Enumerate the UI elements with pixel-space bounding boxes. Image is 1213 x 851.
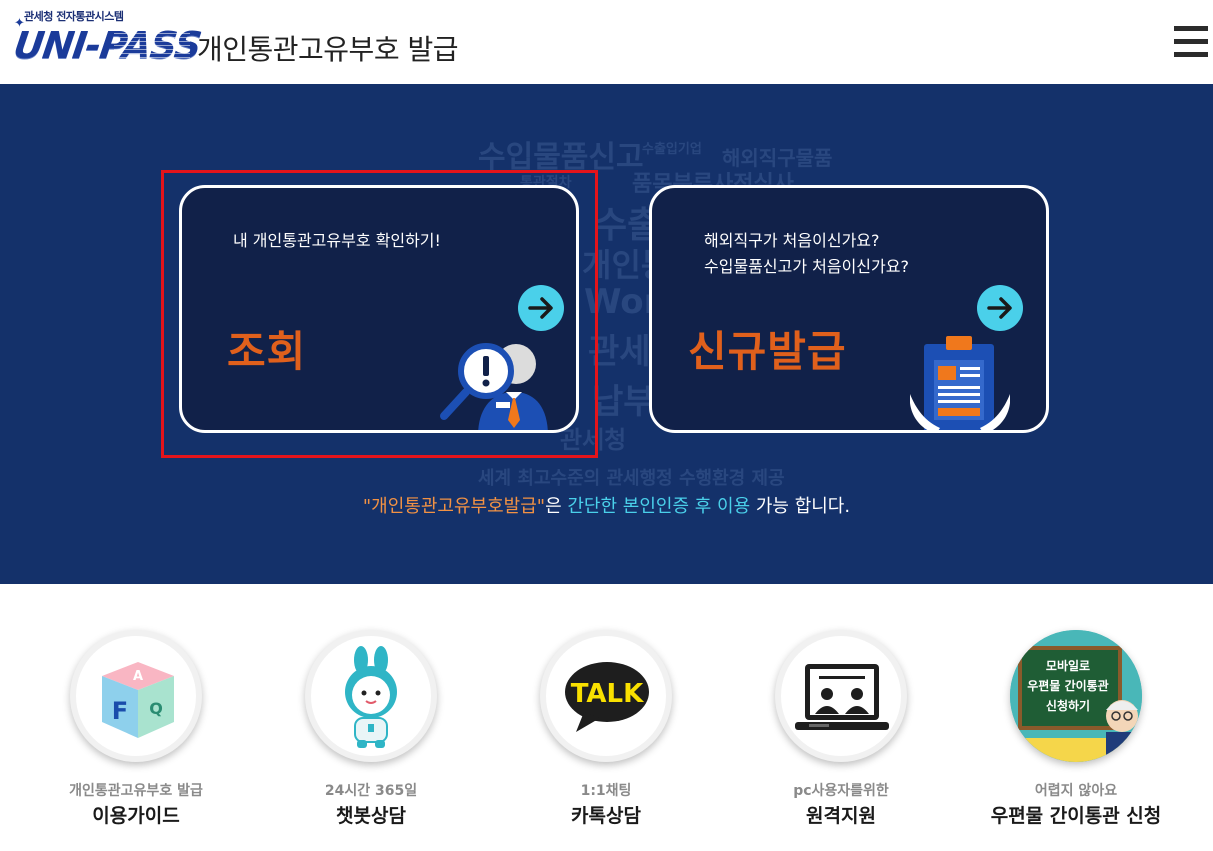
service-guide[interactable]: F A Q 개인통관고유부호 발급 이용가이드 — [26, 630, 246, 830]
service-postal-label: 우편물 간이통관 신청 — [990, 805, 1162, 827]
logo-subtitle: 관세청 전자통관시스템 — [24, 10, 124, 23]
header: 관세청 전자통관시스템 ✦ UNI-PASS 개인통관고유부호 발급 — [0, 0, 1213, 84]
notice-text: "개인통관고유부호발급"은 간단한 본인인증 후 이용 가능 합니다. — [0, 492, 1213, 518]
new-issue-arrow-icon[interactable] — [977, 285, 1023, 331]
new-card-title: 신규발급 — [688, 327, 847, 376]
hero-banner: 수입물품신고 수출입기업 해외직구물품 통관절차 품목분류사전심사 수출 개인통… — [0, 84, 1213, 584]
bg-word: 관세 — [588, 332, 651, 372]
service-postal[interactable]: 모바일로 우편물 간이통관 신청하기 어렵지 않아요 우편물 간이통관 신청 — [966, 630, 1186, 830]
star-icon: ✦ — [14, 16, 25, 31]
logo-wordmark: UNI-PASS — [10, 24, 204, 67]
bg-word: 수출입기업 — [642, 142, 702, 157]
svg-text:우편물 간이통관: 우편물 간이통관 — [1027, 678, 1108, 693]
new-card-desc-line1: 해외직구가 처음이신가요? — [704, 231, 880, 250]
svg-text:A: A — [133, 669, 143, 684]
faq-cube-icon: F A Q — [70, 630, 202, 762]
service-kakao-label: 카톡상담 — [571, 805, 641, 827]
bg-word: 관세청 — [560, 426, 627, 454]
lookup-card[interactable]: 내 개인통관고유부호 확인하기! 조회 — [179, 185, 579, 433]
new-card-desc-line2: 수입물품신고가 처음이신가요? — [704, 257, 909, 276]
selection-highlight — [161, 170, 598, 458]
new-issue-card[interactable]: 해외직구가 처음이신가요? 수입물품신고가 처음이신가요? 신규발급 — [649, 185, 1049, 433]
svg-text:Q: Q — [149, 699, 163, 718]
service-remote-label: 원격지원 — [806, 805, 876, 827]
notice-ending: 가능 합니다. — [750, 496, 851, 517]
svg-text:TALK: TALK — [571, 679, 644, 709]
clipboard-hands-icon — [910, 336, 1010, 430]
svg-text:모바일로: 모바일로 — [1046, 658, 1090, 673]
service-remote-caption: pc사용자를위한 — [793, 783, 889, 799]
notice-condition: 간단한 본인인증 후 이용 — [567, 496, 751, 517]
hamburger-menu-icon[interactable] — [1174, 26, 1208, 58]
chatbot-rabbit-icon — [305, 630, 437, 762]
bg-word: 납부 — [592, 382, 655, 422]
service-guide-label: 이용가이드 — [92, 805, 180, 827]
service-chatbot[interactable]: 24시간 365일 챗봇상담 — [261, 630, 481, 830]
page-title: 개인통관고유부호 발급 — [197, 33, 459, 66]
remote-support-icon — [775, 630, 907, 762]
postal-clearance-icon: 모바일로 우편물 간이통관 신청하기 — [1010, 630, 1142, 762]
svg-text:F: F — [112, 697, 128, 725]
service-postal-caption: 어렵지 않아요 — [1034, 783, 1118, 799]
lookup-arrow-icon[interactable] — [518, 285, 564, 331]
bg-word: 세계 최고수준의 관세행정 수행환경 제공 — [478, 468, 785, 489]
unipass-logo[interactable]: 관세청 전자통관시스템 ✦ UNI-PASS — [11, 8, 203, 72]
svg-text:신청하기: 신청하기 — [1046, 698, 1090, 713]
service-chatbot-caption: 24시간 365일 — [324, 783, 418, 799]
lookup-card-desc: 내 개인통관고유부호 확인하기! — [233, 231, 441, 250]
notice-service-name: "개인통관고유부호발급" — [362, 496, 546, 517]
bg-word: 수입물품신고 — [478, 140, 644, 175]
kakao-talk-icon: TALK — [540, 630, 672, 762]
service-chatbot-label: 챗봇상담 — [336, 805, 406, 827]
service-kakao-caption: 1:1채팅 — [580, 783, 632, 799]
service-remote[interactable]: pc사용자를위한 원격지원 — [731, 630, 951, 830]
lookup-card-title: 조회 — [227, 327, 307, 376]
service-guide-caption: 개인통관고유부호 발급 — [69, 783, 203, 799]
service-kakao[interactable]: TALK 1:1채팅 카톡상담 — [496, 630, 716, 830]
magnifier-person-icon — [440, 343, 548, 430]
notice-connector: 은 — [545, 496, 568, 517]
bg-word: 해외직구물품 — [722, 146, 833, 170]
